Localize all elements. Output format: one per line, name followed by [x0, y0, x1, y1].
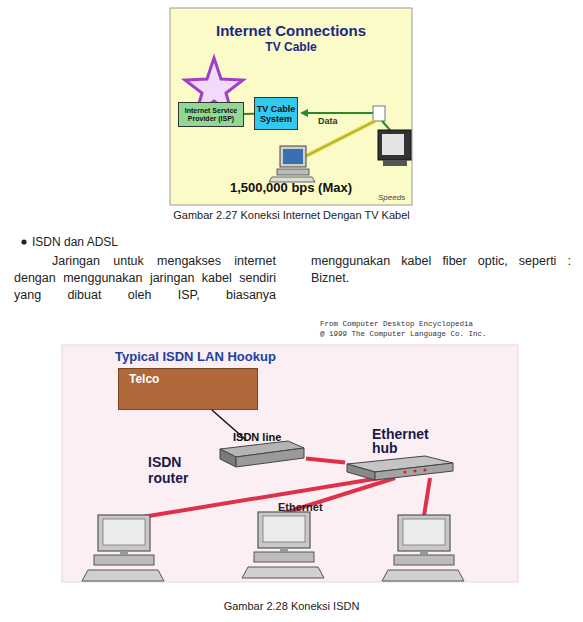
arrow-head: [300, 109, 308, 117]
router-shape: [218, 440, 306, 468]
splitter-box: [373, 106, 385, 121]
connector-label: ISDN line: [233, 431, 281, 443]
figure-subtitle: TV Cable: [170, 40, 412, 54]
connector-line: [306, 458, 345, 462]
computer: [82, 515, 164, 581]
hub-shape: [345, 455, 455, 481]
tv-wire: [382, 121, 390, 130]
network-label: Ethernet: [278, 501, 323, 513]
speed-label: 1,500,000 bps (Max): [170, 180, 412, 195]
connector-line: [244, 113, 254, 115]
node-text: TV Cable System: [255, 104, 297, 124]
figure-caption: Gambar 2.28 Koneksi ISDN: [0, 600, 583, 612]
computer: [269, 146, 315, 182]
bullet-dot: [21, 239, 26, 244]
figure-title: Typical ISDN LAN Hookup: [115, 349, 276, 364]
telco-box: Telco: [118, 368, 258, 410]
data-line: [302, 112, 373, 114]
computer: [242, 512, 324, 578]
computer: [382, 515, 464, 581]
cable-system-box: TV Cable System: [254, 97, 298, 130]
node-text: Telco: [129, 372, 247, 386]
body-paragraph: Jaringan untuk mengakses internet dengan…: [14, 253, 276, 304]
isdn-router: ISDN router: [218, 440, 306, 468]
section-heading: ISDN dan ADSL: [32, 235, 118, 249]
figure-caption: Gambar 2.27 Koneksi Internet Dengan TV K…: [0, 209, 583, 221]
body-paragraph: menggunakan kabel fiber optic, seperti :…: [311, 253, 571, 287]
figure-title: Internet Connections: [170, 22, 412, 39]
figure-background: [170, 8, 412, 205]
pc-wire: [306, 121, 375, 156]
copyright-note: @ 1999 The Computer Language Co. Inc.: [320, 330, 487, 338]
watermark: Speeds: [378, 193, 405, 202]
pc-wire: [306, 121, 375, 156]
data-label: Data: [318, 116, 338, 126]
source-note: From Computer Desktop Encyclopedia: [320, 320, 473, 328]
ethernet-hub: Ethernet hub: [345, 455, 455, 481]
ethernet-cable: [424, 478, 430, 516]
tv-set: [378, 130, 411, 160]
tv-screen: [382, 134, 404, 155]
node-text: Ethernet hub: [372, 427, 446, 455]
isp-box: Internet Service Provider (ISP): [178, 102, 244, 127]
figure-background: [62, 345, 518, 582]
tv-stand: [383, 160, 407, 166]
node-text: Internet Service Provider (ISP): [180, 107, 242, 123]
node-text: ISDN router: [148, 454, 210, 486]
